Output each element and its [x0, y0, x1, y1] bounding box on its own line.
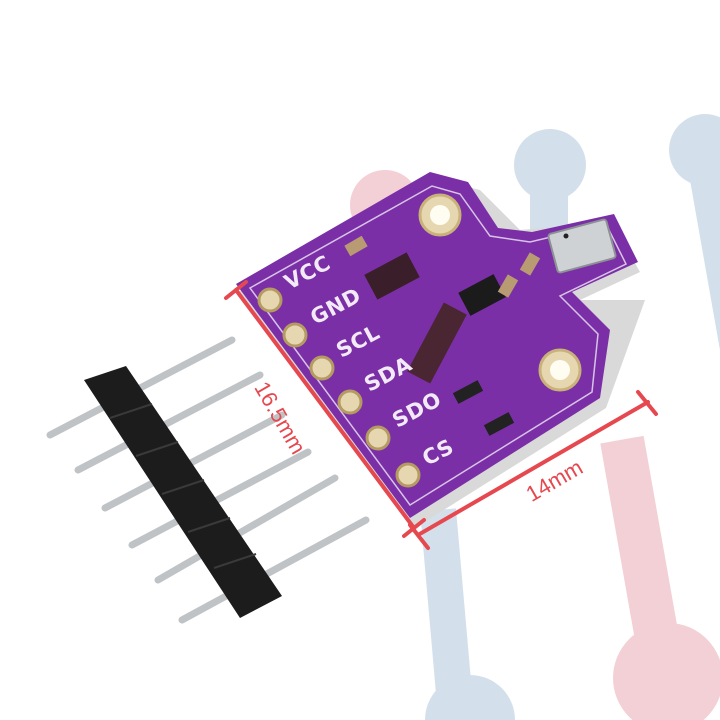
product-photo: VCC GND SCL SDA SDO CS — [46, 114, 720, 720]
sensor-board — [236, 172, 645, 528]
pin-header — [46, 336, 370, 624]
background-decoration — [350, 114, 720, 720]
dimension-lines — [224, 280, 658, 550]
